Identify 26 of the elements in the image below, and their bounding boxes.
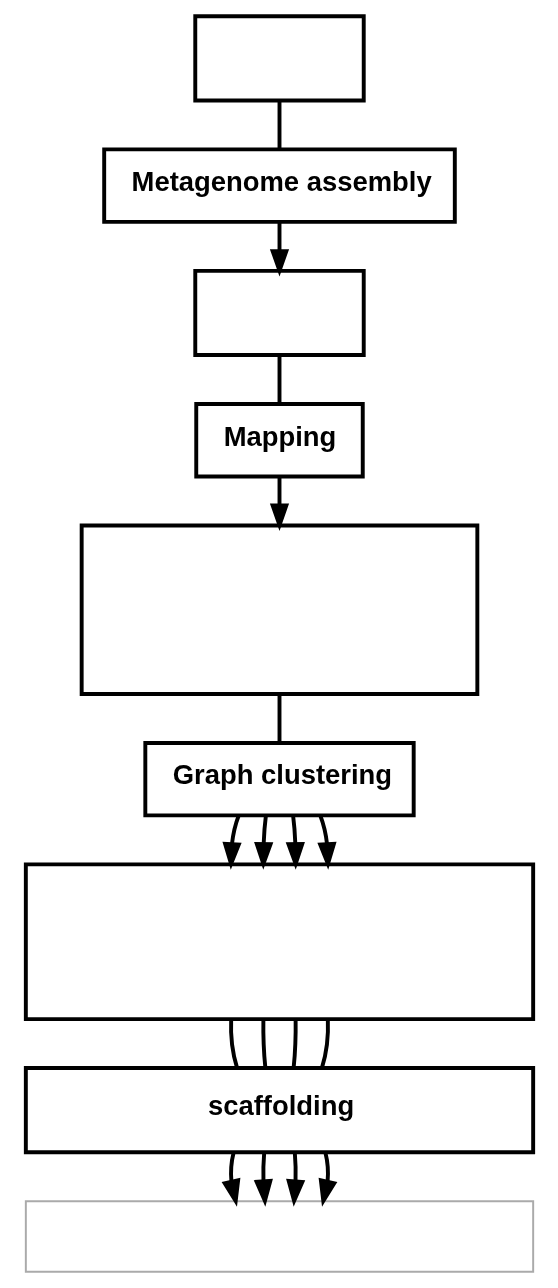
node-box — [79, 523, 479, 696]
arrow — [285, 815, 305, 870]
node-box — [24, 1200, 534, 1273]
node-box: scaffolding — [23, 1066, 535, 1155]
connector — [277, 100, 281, 150]
connector — [277, 355, 281, 405]
arrow — [318, 1152, 337, 1207]
arrow — [221, 814, 242, 870]
arrow — [221, 1152, 240, 1207]
connector — [228, 1019, 239, 1068]
node-box — [192, 268, 366, 358]
node-box — [23, 862, 535, 1022]
arrow — [285, 1152, 305, 1207]
node-box — [192, 14, 366, 103]
arrow — [253, 815, 273, 870]
arrow — [269, 476, 289, 531]
node-box: Graph clustering — [142, 740, 416, 818]
arrow — [253, 1152, 273, 1207]
connector — [277, 694, 281, 743]
connector — [291, 1019, 298, 1068]
node-box: Mapping — [193, 402, 365, 479]
arrow — [316, 814, 337, 870]
connector — [319, 1019, 330, 1068]
connector — [260, 1019, 267, 1068]
node-box: Metagenome assembly — [101, 147, 457, 224]
arrow — [269, 222, 289, 277]
